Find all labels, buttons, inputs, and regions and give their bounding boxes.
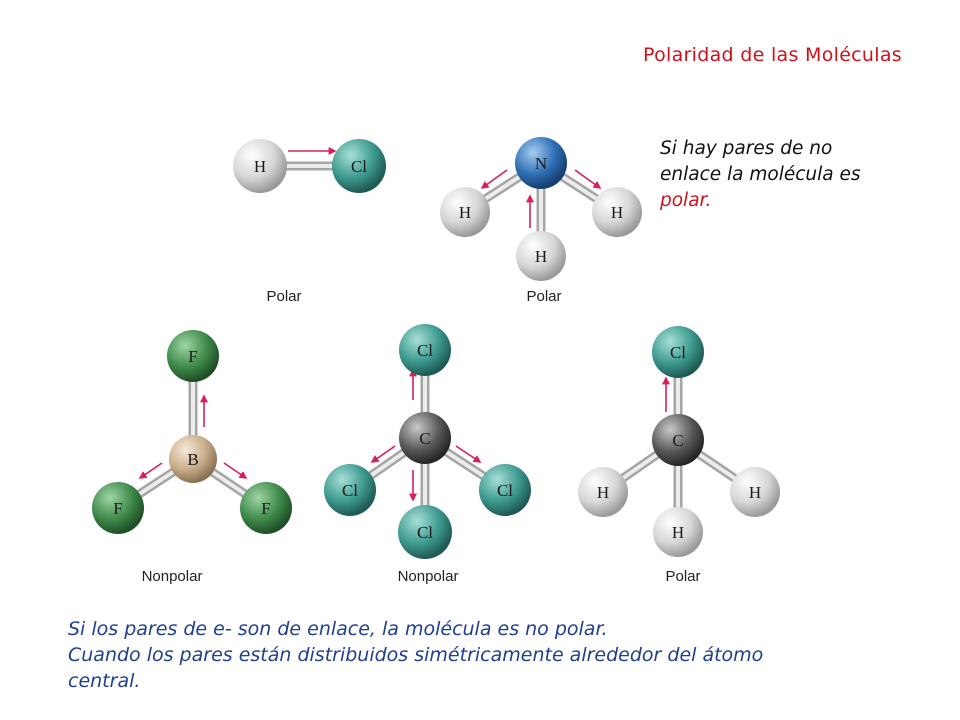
hydrogen-atom xyxy=(516,231,566,281)
molecule-bf3: F F F B Nonpolar xyxy=(92,330,292,585)
nitrogen-atom xyxy=(515,137,567,189)
note-line-3: polar. xyxy=(660,190,712,211)
polar-note: Si hay pares de no enlace la molécula es… xyxy=(660,136,910,214)
hydrogen-atom xyxy=(592,187,642,237)
atom-label: N xyxy=(535,154,547,173)
atom-label: F xyxy=(261,499,270,518)
hydrogen-atom xyxy=(730,467,780,517)
atom-label: Cl xyxy=(417,523,433,542)
molecule-nh3: H H H N Polar xyxy=(440,137,642,305)
atom-label: Cl xyxy=(670,343,686,362)
chlorine-atom xyxy=(479,464,531,516)
hydrogen-atom xyxy=(233,139,287,193)
atom-label: H xyxy=(535,247,547,266)
note-line-2: enlace la molécula es xyxy=(660,164,861,185)
chlorine-atom xyxy=(399,324,451,376)
note-line-1: Si hay pares de no xyxy=(660,138,833,159)
molecule-caption: Nonpolar xyxy=(398,568,459,585)
atom-label: B xyxy=(187,450,198,469)
molecule-caption: Polar xyxy=(665,568,700,585)
carbon-atom xyxy=(399,412,451,464)
atom-label: Cl xyxy=(417,341,433,360)
page-title: Polaridad de las Moléculas xyxy=(643,44,902,66)
chlorine-atom xyxy=(332,139,386,193)
hydrogen-atom xyxy=(578,467,628,517)
atom-label: H xyxy=(672,523,684,542)
molecule-caption: Polar xyxy=(526,288,561,305)
chlorine-atom xyxy=(398,505,452,559)
atom-label: H xyxy=(749,483,761,502)
atom-label: C xyxy=(672,431,683,450)
atom-label: F xyxy=(188,347,197,366)
conclusion-line-2: Cuando los pares están distribuidos simé… xyxy=(68,644,764,666)
molecule-caption: Polar xyxy=(266,288,301,305)
carbon-atom xyxy=(652,414,704,466)
atom-label: Cl xyxy=(497,481,513,500)
dipole-arrows xyxy=(138,147,670,502)
atom-label: H xyxy=(254,157,266,176)
conclusion-line-3: central. xyxy=(68,670,141,692)
fluorine-atom xyxy=(240,482,292,534)
atom-label: H xyxy=(459,203,471,222)
conclusion-line-1: Si los pares de e- son de enlace, la mol… xyxy=(68,618,608,640)
atom-label: H xyxy=(611,203,623,222)
fluorine-atom xyxy=(92,482,144,534)
fluorine-atom xyxy=(167,330,219,382)
atom-label: F xyxy=(113,499,122,518)
molecule-ccl4: Cl Cl Cl Cl C Nonpolar xyxy=(324,324,531,585)
conclusion-text: Si los pares de e- son de enlace, la mol… xyxy=(68,616,908,694)
atom-label: Cl xyxy=(342,481,358,500)
chlorine-atom xyxy=(324,464,376,516)
hydrogen-atom xyxy=(440,187,490,237)
boron-atom xyxy=(169,435,217,483)
atom-label: C xyxy=(419,429,430,448)
chlorine-atom xyxy=(652,326,704,378)
molecule-hcl: H Cl Polar xyxy=(233,139,386,305)
atom-label: Cl xyxy=(351,157,367,176)
molecule-caption: Nonpolar xyxy=(142,568,203,585)
hydrogen-atom xyxy=(653,507,703,557)
atom-label: H xyxy=(597,483,609,502)
molecule-ch3cl: Cl H H H C Polar xyxy=(578,326,780,585)
